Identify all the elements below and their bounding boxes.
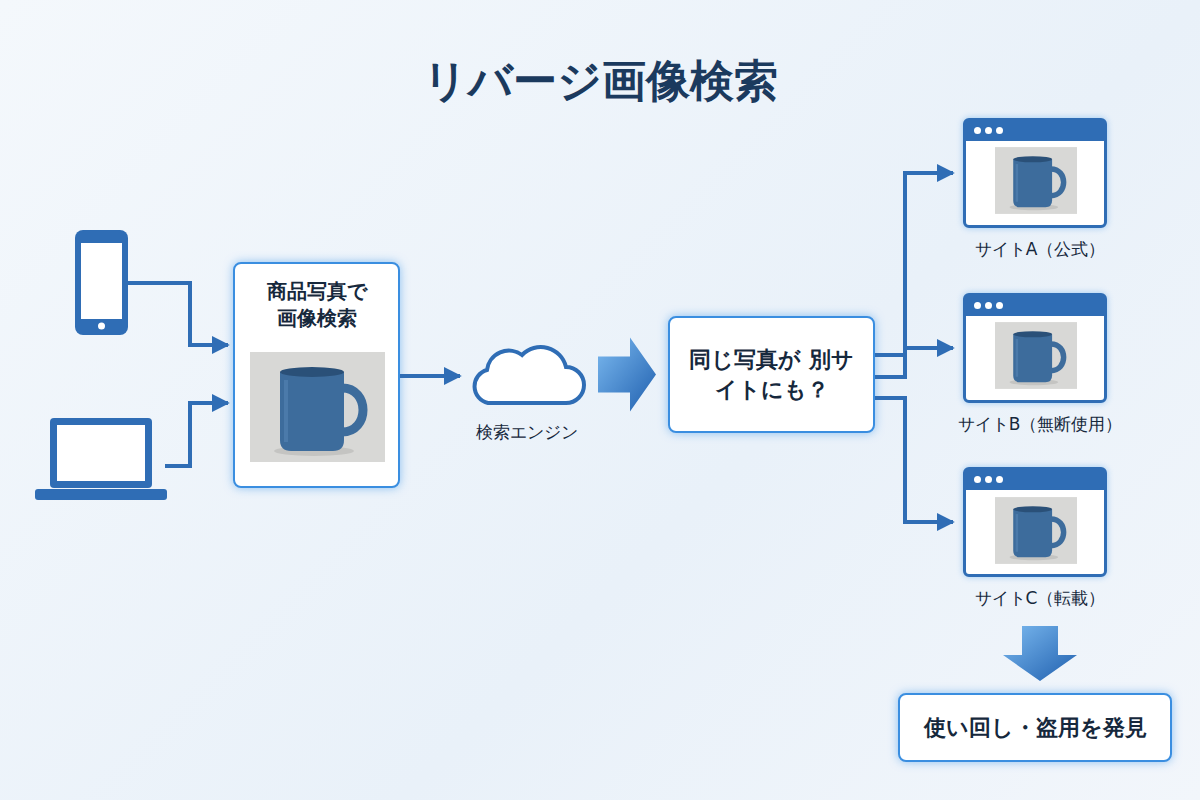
cloud-shape	[475, 347, 584, 403]
browser-frame	[963, 118, 1107, 228]
browser-dot	[974, 302, 981, 309]
browser-frame	[963, 293, 1107, 403]
browser-dot	[985, 127, 992, 134]
node-text: 検索エンジン	[442, 421, 612, 444]
website-window: サイトB（無断使用）	[955, 293, 1125, 438]
connector-line	[875, 398, 953, 522]
node-text: サイトB（無断使用）	[935, 413, 1145, 436]
node-text: 使い回し・盗用を発見	[924, 713, 1147, 743]
website-window: サイトA（公式）	[955, 118, 1125, 263]
node-text: サイトC（転載）	[935, 587, 1145, 610]
browser-bar	[966, 296, 1104, 316]
browser-frame	[963, 467, 1107, 577]
browser-dot	[985, 476, 992, 483]
device-wire	[165, 403, 228, 466]
browser-dot	[974, 476, 981, 483]
process-box: 使い回し・盗用を発見	[898, 693, 1172, 762]
browser-dot	[996, 127, 1003, 134]
cloud-node: 検索エンジン	[462, 335, 592, 445]
node-text: 商品写真で 画像検索	[256, 278, 378, 332]
connector-line	[875, 348, 953, 377]
diagram-title: リバージ画像検索	[0, 52, 1200, 111]
browser-bar	[966, 121, 1104, 141]
process-box: 商品写真で 画像検索	[233, 262, 400, 488]
browser-dot	[985, 302, 992, 309]
process-box: 同じ写真が 別サイトにも？	[668, 316, 875, 433]
node-text: 同じ写真が 別サイトにも？	[687, 345, 857, 404]
connector-line	[400, 374, 460, 378]
flow-arrow	[1003, 626, 1077, 681]
flow-arrow	[598, 338, 656, 412]
website-window: サイトC（転載）	[955, 467, 1125, 612]
laptop-icon	[35, 418, 167, 500]
device-wire	[128, 283, 228, 345]
browser-bar	[966, 470, 1104, 490]
browser-dot	[996, 476, 1003, 483]
phone-icon	[75, 230, 128, 335]
node-text: サイトA（公式）	[935, 238, 1145, 261]
browser-dot	[996, 302, 1003, 309]
connector-line	[875, 173, 953, 355]
browser-dot	[974, 127, 981, 134]
